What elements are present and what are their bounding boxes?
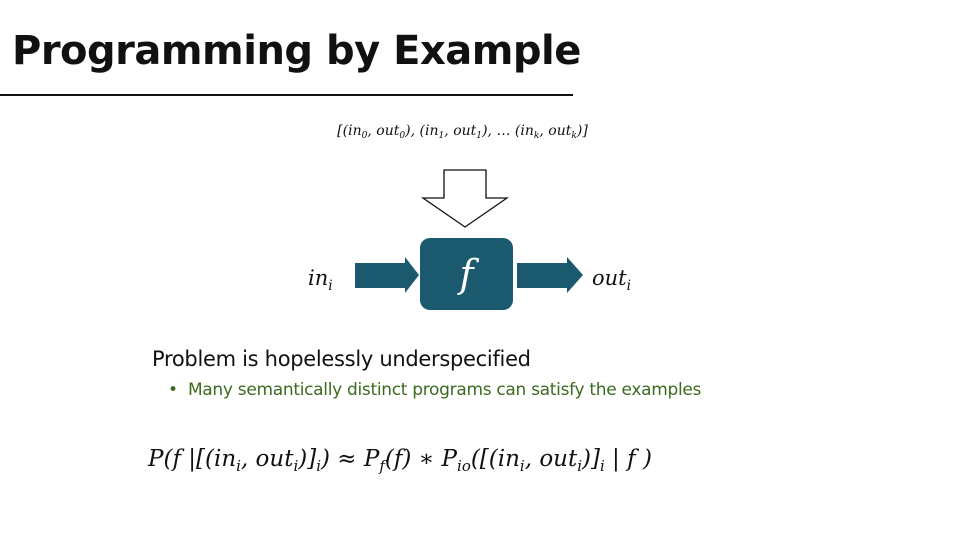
math-subscript: i [626, 277, 631, 294]
input-label: ini [308, 266, 333, 293]
examples-formula: [(in0, out0), (in1, out1), … (ink, outk)… [0, 123, 925, 142]
math-subscript: 0 [361, 131, 368, 142]
math-text: , out [539, 123, 572, 139]
math-text: ), (in [405, 123, 439, 139]
math-text: ([(in [470, 446, 520, 472]
math-text: )] [298, 446, 317, 472]
math-text: (f) ∗ P [384, 446, 458, 472]
hollow-down-arrow-icon [420, 169, 510, 228]
math-subscript: i [599, 457, 605, 476]
math-subscript: k [533, 131, 540, 142]
math-subscript: 1 [438, 131, 445, 142]
bullet-point: • Many semantically distinct programs ca… [168, 380, 701, 400]
math-text: ) ≈ P [320, 446, 380, 472]
bullet-dot-icon: • [168, 380, 188, 400]
title-divider [0, 94, 573, 96]
problem-statement: Problem is hopelessly underspecified [152, 347, 531, 371]
function-label: f [459, 252, 474, 296]
math-text: in [308, 266, 329, 290]
math-subscript: k [571, 131, 577, 142]
math-text: , out [367, 123, 400, 139]
math-subscript: f [379, 457, 385, 476]
math-subscript: 1 [476, 131, 483, 142]
math-text: out [592, 266, 627, 290]
output-arrow-icon [517, 257, 583, 293]
output-label: outi [592, 266, 631, 293]
math-text: ), … (in [482, 123, 534, 139]
bullet-text: Many semantically distinct programs can … [187, 380, 702, 400]
math-subscript: i [328, 277, 333, 294]
math-text: )] [576, 123, 588, 139]
function-box: f [420, 238, 513, 310]
math-text: )] [582, 446, 600, 472]
math-subscript: i [236, 457, 241, 476]
input-arrow-icon [355, 257, 419, 293]
math-subscript: i [577, 457, 583, 476]
math-subscript: io [457, 457, 471, 476]
math-text: , out [524, 446, 578, 472]
math-text: P(f |[(in [148, 446, 237, 472]
math-text: [(in [337, 123, 362, 139]
bayes-formula: P(f |[(ini, outi)]i) ≈ Pf(f) ∗ Pio([(ini… [148, 446, 652, 476]
math-text: , out [240, 446, 294, 472]
math-subscript: i [293, 457, 299, 476]
math-text: | f ) [604, 446, 652, 472]
slide-title: Programming by Example [12, 28, 581, 74]
math-text: , out [444, 123, 477, 139]
math-subscript: 0 [399, 131, 406, 142]
math-subscript: i [316, 457, 321, 476]
math-subscript: i [519, 457, 525, 476]
